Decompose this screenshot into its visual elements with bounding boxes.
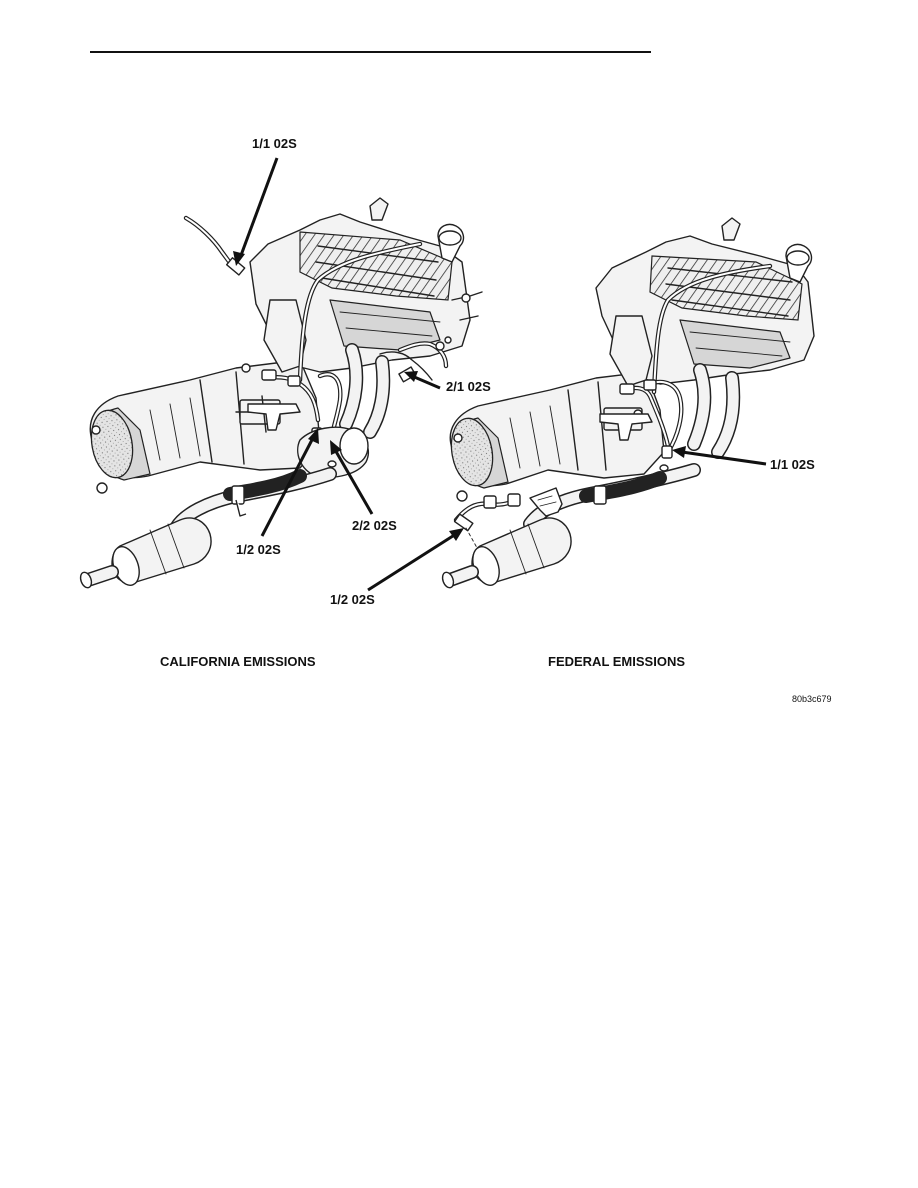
callout-fed-1-2-o2s: 1/2 02S xyxy=(330,592,375,607)
federal-engine-illustration xyxy=(441,217,815,589)
federal-callout-arrows xyxy=(367,446,767,592)
callout-cal-1-1-o2s: 1/1 02S xyxy=(252,136,297,151)
callout-cal-2-1-o2s: 2/1 02S xyxy=(446,379,491,394)
callout-cal-2-2-o2s: 2/2 02S xyxy=(352,518,397,533)
header-rule xyxy=(90,51,651,53)
california-engine-illustration xyxy=(79,197,483,589)
california-callout-arrows xyxy=(233,157,441,537)
caption-federal-emissions: FEDERAL EMISSIONS xyxy=(548,654,685,669)
figure-reference-id: 80b3c679 xyxy=(792,694,832,704)
caption-california-emissions: CALIFORNIA EMISSIONS xyxy=(160,654,316,669)
callout-fed-1-1-o2s: 1/1 02S xyxy=(770,457,815,472)
callout-cal-1-2-o2s: 1/2 02S xyxy=(236,542,281,557)
